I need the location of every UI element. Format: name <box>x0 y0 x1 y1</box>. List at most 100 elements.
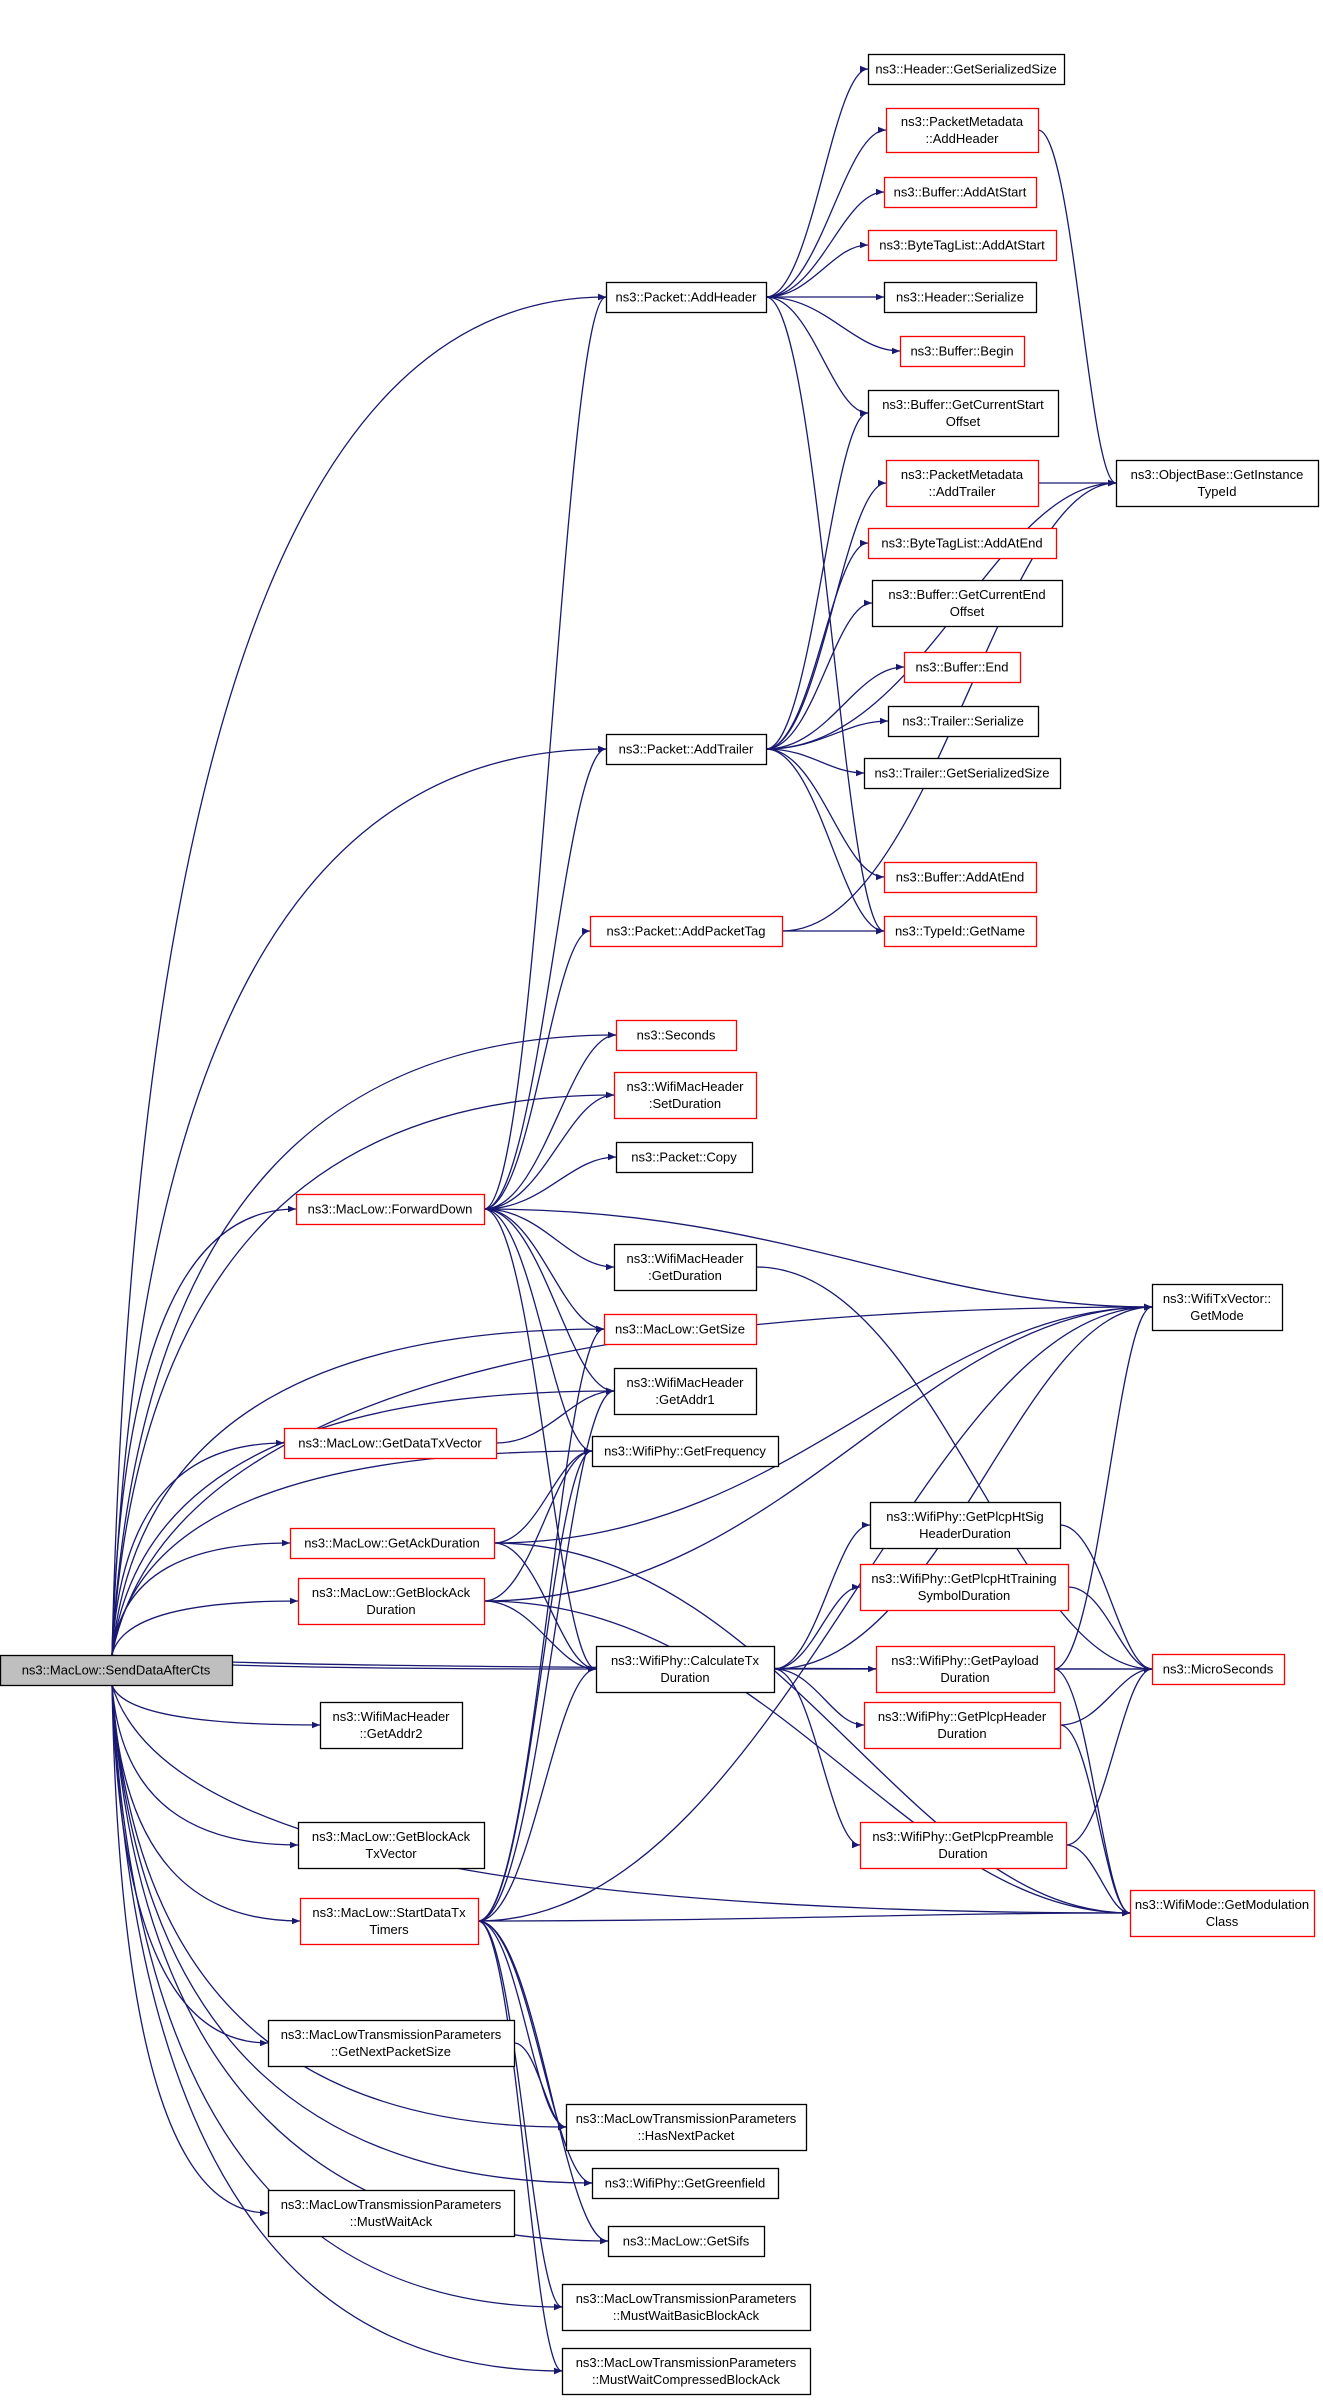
node-box[interactable] <box>885 107 1040 154</box>
node-getackduration[interactable]: ns3::MacLow::GetAckDuration <box>289 1527 496 1560</box>
node-box[interactable] <box>295 1193 486 1226</box>
node-mltp-mustwaitbasic[interactable]: ns3::MacLowTransmissionParameters::MustW… <box>561 2283 812 2332</box>
node-box[interactable] <box>605 281 768 314</box>
node-box[interactable] <box>615 1019 738 1052</box>
node-pkt-copy[interactable]: ns3::Packet::Copy <box>615 1141 754 1174</box>
node-box[interactable] <box>871 579 1064 628</box>
node-box[interactable] <box>283 1427 498 1460</box>
node-mltp-mustwaitack[interactable]: ns3::MacLowTransmissionParameters::MustW… <box>267 2189 516 2238</box>
node-box[interactable] <box>0 1654 234 1687</box>
node-addpackettag[interactable]: ns3::Packet::AddPacketTag <box>589 915 784 948</box>
node-box[interactable] <box>595 1645 776 1694</box>
node-root[interactable]: ns3::MacLow::SendDataAfterCts <box>0 1654 234 1687</box>
node-box[interactable] <box>561 2283 812 2332</box>
node-wmh-getaddr2[interactable]: ns3::WifiMacHeader::GetAddr2 <box>319 1701 464 1750</box>
node-getplcphttraining[interactable]: ns3::WifiPhy::GetPlcpHtTrainingSymbolDur… <box>859 1563 1070 1612</box>
node-box[interactable] <box>613 1071 758 1120</box>
node-box[interactable] <box>867 527 1058 560</box>
node-box[interactable] <box>1115 459 1320 508</box>
node-box[interactable] <box>267 2189 516 2238</box>
node-mltp-getnextsize[interactable]: ns3::MacLowTransmissionParameters::GetNe… <box>267 2019 516 2068</box>
node-box[interactable] <box>613 1243 758 1292</box>
node-box[interactable] <box>299 1897 480 1946</box>
node-getsifs[interactable]: ns3::MacLow::GetSifs <box>607 2225 766 2258</box>
node-box[interactable] <box>607 2225 766 2258</box>
node-box[interactable] <box>885 459 1040 508</box>
node-box[interactable] <box>883 915 1038 948</box>
node-box[interactable] <box>591 2167 780 2200</box>
node-box[interactable] <box>883 861 1038 894</box>
node-buf-addatstart[interactable]: ns3::Buffer::AddAtStart <box>883 176 1038 209</box>
node-box[interactable] <box>1151 1283 1284 1332</box>
node-box[interactable] <box>589 915 784 948</box>
node-buf-addatend[interactable]: ns3::Buffer::AddAtEnd <box>883 861 1038 894</box>
node-mltp-mustwaitcomp[interactable]: ns3::MacLowTransmissionParameters::MustW… <box>561 2347 812 2396</box>
node-wmh-getduration[interactable]: ns3::WifiMacHeader:GetDuration <box>613 1243 758 1292</box>
node-getgreenfield[interactable]: ns3::WifiPhy::GetGreenfield <box>591 2167 780 2200</box>
node-box[interactable] <box>289 1527 496 1560</box>
node-box[interactable] <box>1151 1653 1286 1686</box>
node-btl-addatstart[interactable]: ns3::ByteTagList::AddAtStart <box>867 229 1058 262</box>
node-box[interactable] <box>615 1141 754 1174</box>
node-box[interactable] <box>297 1577 486 1626</box>
node-wtxv-getmode[interactable]: ns3::WifiTxVector::GetMode <box>1151 1283 1284 1332</box>
node-box[interactable] <box>267 2019 516 2068</box>
node-box[interactable] <box>565 2103 808 2152</box>
node-box[interactable] <box>859 1563 1070 1612</box>
node-microseconds[interactable]: ns3::MicroSeconds <box>1151 1653 1286 1686</box>
node-pm-addheader[interactable]: ns3::PacketMetadata::AddHeader <box>885 107 1040 154</box>
node-box[interactable] <box>867 229 1058 262</box>
node-box[interactable] <box>297 1821 486 1870</box>
node-box[interactable] <box>613 1367 758 1416</box>
node-box[interactable] <box>887 705 1040 738</box>
node-addheader[interactable]: ns3::Packet::AddHeader <box>605 281 768 314</box>
node-btl-addatend[interactable]: ns3::ByteTagList::AddAtEnd <box>867 527 1058 560</box>
node-addtrailer[interactable]: ns3::Packet::AddTrailer <box>605 733 768 766</box>
node-box[interactable] <box>591 1435 780 1468</box>
node-box[interactable] <box>603 1313 758 1346</box>
node-box[interactable] <box>867 53 1066 86</box>
node-box[interactable] <box>863 1701 1062 1750</box>
node-wmh-getaddr1[interactable]: ns3::WifiMacHeader:GetAddr1 <box>613 1367 758 1416</box>
node-box[interactable] <box>903 651 1022 684</box>
node-box[interactable] <box>319 1701 464 1750</box>
node-buf-begin[interactable]: ns3::Buffer::Begin <box>899 335 1026 368</box>
node-box[interactable] <box>605 733 768 766</box>
node-pm-addtrailer[interactable]: ns3::PacketMetadata::AddTrailer <box>885 459 1040 508</box>
node-box[interactable] <box>869 1501 1062 1550</box>
node-typeid-getname[interactable]: ns3::TypeId::GetName <box>883 915 1038 948</box>
node-hdr-getsersize[interactable]: ns3::Header::GetSerializedSize <box>867 53 1066 86</box>
node-box[interactable] <box>899 335 1026 368</box>
node-mltp-hasnext[interactable]: ns3::MacLowTransmissionParameters::HasNe… <box>565 2103 808 2152</box>
node-getfrequency[interactable]: ns3::WifiPhy::GetFrequency <box>591 1435 780 1468</box>
node-box[interactable] <box>863 757 1062 790</box>
node-box[interactable] <box>883 281 1038 314</box>
node-trl-getsersize[interactable]: ns3::Trailer::GetSerializedSize <box>863 757 1062 790</box>
node-getdatatxvector[interactable]: ns3::MacLow::GetDataTxVector <box>283 1427 498 1460</box>
node-trl-serialize[interactable]: ns3::Trailer::Serialize <box>887 705 1040 738</box>
node-wmh-setduration[interactable]: ns3::WifiMacHeader:SetDuration <box>613 1071 758 1120</box>
node-getsize[interactable]: ns3::MacLow::GetSize <box>603 1313 758 1346</box>
node-box[interactable] <box>1129 1889 1316 1938</box>
node-box[interactable] <box>561 2347 812 2396</box>
node-hdr-serialize[interactable]: ns3::Header::Serialize <box>883 281 1038 314</box>
node-box[interactable] <box>875 1645 1056 1694</box>
node-forwarddown[interactable]: ns3::MacLow::ForwardDown <box>295 1193 486 1226</box>
node-seconds[interactable]: ns3::Seconds <box>615 1019 738 1052</box>
node-box[interactable] <box>867 389 1060 438</box>
node-buf-end[interactable]: ns3::Buffer::End <box>903 651 1022 684</box>
node-box[interactable] <box>859 1821 1068 1870</box>
node-box[interactable] <box>883 176 1038 209</box>
